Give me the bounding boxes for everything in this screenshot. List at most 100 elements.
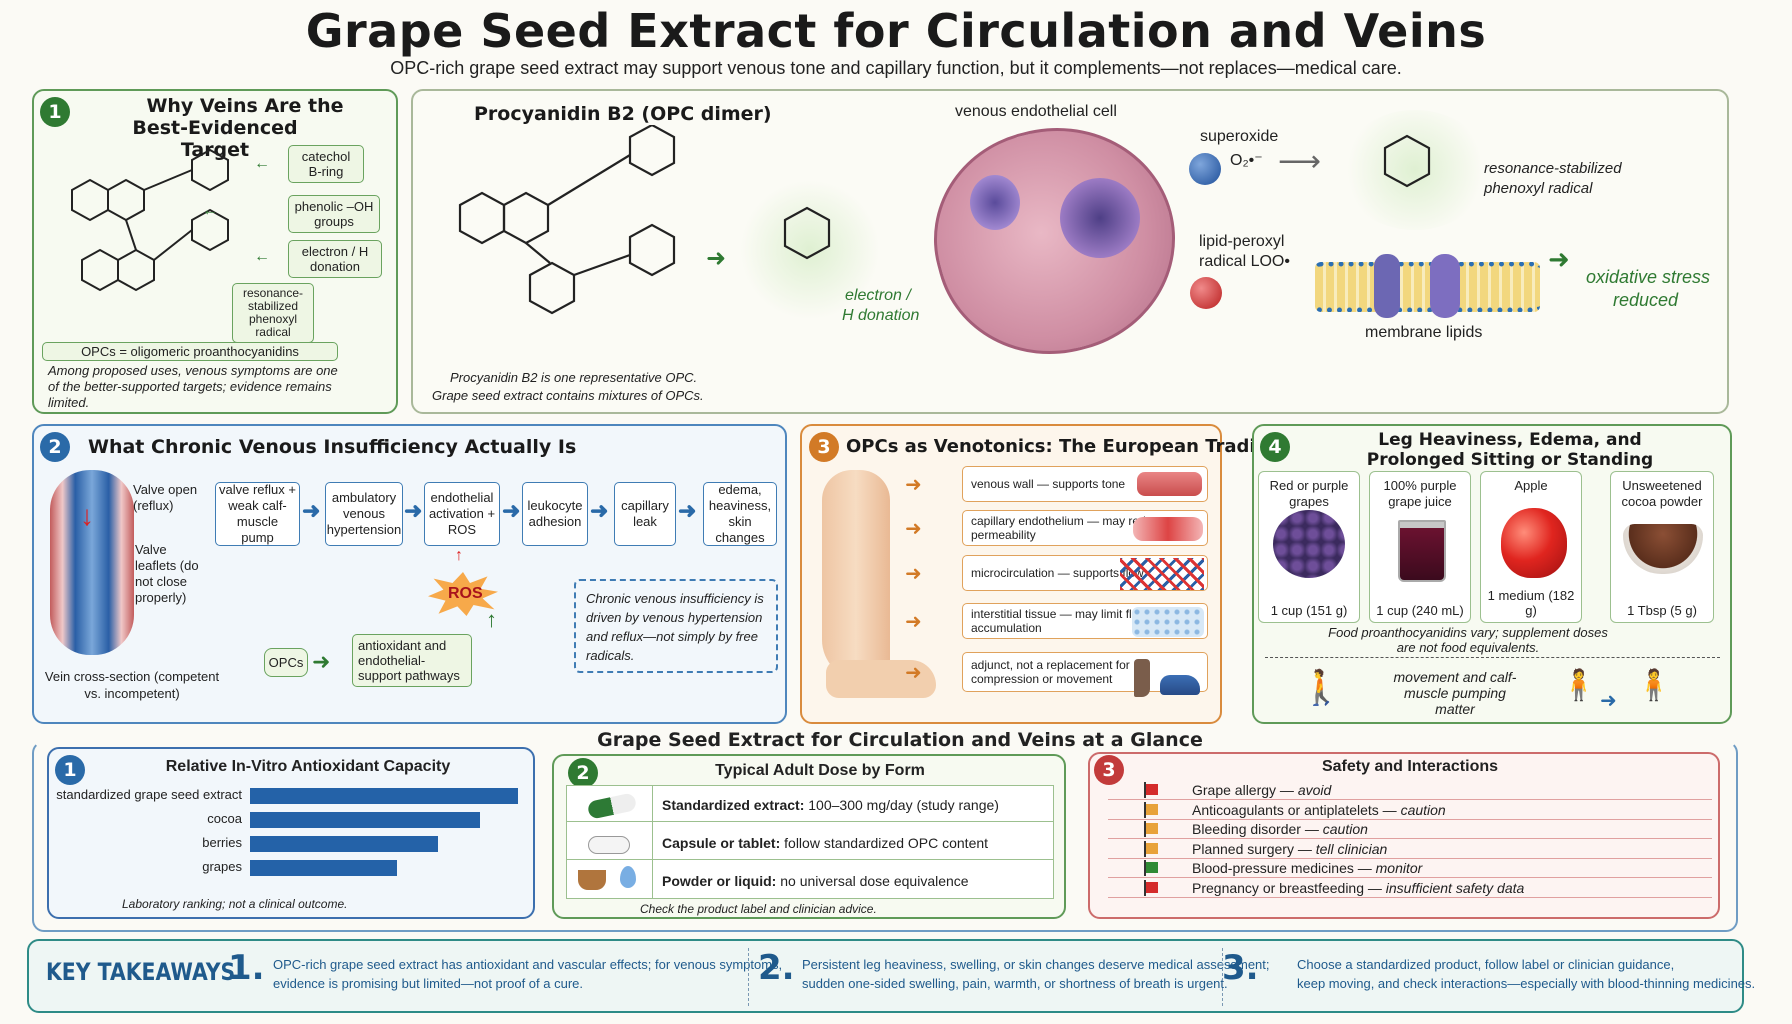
- organelle-image: [970, 175, 1020, 230]
- nucleus-image: [1060, 178, 1140, 258]
- dose-form: Standardized extract:: [662, 797, 805, 813]
- safety-advice: monitor: [1375, 860, 1423, 876]
- bar-2: [250, 836, 438, 852]
- panel-title: What Chronic Venous Insufficiency Actual…: [88, 436, 577, 458]
- food-card-cocoa: Unsweetened cocoa powder 1 Tbsp (5 g): [1610, 471, 1714, 623]
- flow-step-hypertension: ambulatory venous hypertension: [325, 482, 403, 546]
- flag-icon: [1144, 801, 1158, 818]
- sneaker-icon: [1160, 675, 1200, 695]
- lipid-peroxyl-line2: radical LOO•: [1199, 253, 1290, 270]
- apple-image: [1501, 508, 1567, 578]
- venotonic-item-wall: venous wall — supports tone: [962, 466, 1208, 502]
- table-divider: [652, 785, 653, 899]
- flow-step-capillary: capillary leak: [614, 482, 676, 546]
- safety-advice: caution: [1400, 801, 1446, 818]
- flow-step-leukocyte: leukocyte adhesion: [522, 482, 588, 546]
- green-arrow-icon: ➜: [1548, 244, 1570, 274]
- glance-title: Grape Seed Extract for Circulation and V…: [500, 729, 1300, 751]
- arrow-icon: ←: [254, 155, 270, 172]
- juice-glass-image: [1398, 520, 1446, 582]
- flow-step-edema: edema, heaviness, skin changes: [703, 482, 777, 546]
- valve-open-label: Valve open (reflux): [133, 482, 198, 513]
- food-name: Unsweetened cocoa powder: [1621, 478, 1703, 509]
- safety-row: Bleeding disorder — caution: [1108, 820, 1712, 839]
- orange-arrow-icon: ➜: [905, 662, 922, 684]
- dose-detail: follow standardized OPC content: [780, 835, 989, 851]
- membrane-image: [1315, 262, 1540, 312]
- panel-title-line2: Prolonged Sitting or Standing: [1366, 450, 1654, 470]
- catechol-label: catechol B-ring: [288, 145, 364, 183]
- cocoa-bowl-image: [1623, 524, 1703, 574]
- walking-person-icon: 🚶: [1300, 669, 1343, 707]
- glow-circle: [1340, 110, 1490, 230]
- safety-row: Blood-pressure medicines — monitor: [1108, 859, 1712, 878]
- molecule-note-line2: Grape seed extract contains mixtures of …: [432, 388, 704, 403]
- flow-step-reflux: valve reflux + weak calf-muscle pump: [215, 482, 300, 546]
- food-measure: 1 cup (151 g): [1270, 603, 1348, 618]
- ros-label: ROS: [448, 585, 483, 602]
- takeaway-number: 2.: [758, 948, 795, 988]
- foot-image: [826, 660, 936, 698]
- safety-row: Grape allergy — avoid: [1108, 781, 1712, 800]
- food-card-apple: Apple 1 medium (182 g): [1480, 471, 1582, 623]
- safety-advice: tell clinician: [1315, 840, 1388, 857]
- electron-donation-line1: electron /: [845, 287, 911, 304]
- superoxide-formula: O₂•⁻: [1230, 152, 1263, 169]
- dose-row: Standardized extract: 100–300 mg/day (st…: [566, 788, 1054, 822]
- flag-icon: [1144, 840, 1158, 857]
- dose-row: Powder or liquid: no universal dose equi…: [566, 864, 1054, 898]
- phenoxyl-radical-icon: [1383, 134, 1431, 188]
- green-arrow-icon: ➜: [706, 245, 727, 272]
- membrane-protein: [1430, 254, 1460, 318]
- movement-note: movement and calf-muscle pumping matter: [1393, 669, 1517, 717]
- page-subtitle: OPC-rich grape seed extract may support …: [390, 58, 1402, 78]
- safety-item: Anticoagulants or antiplatelets —: [1192, 801, 1401, 818]
- orange-arrow-icon: ➜: [905, 563, 922, 585]
- safety-row: Anticoagulants or antiplatelets — cautio…: [1108, 801, 1712, 820]
- food-card-grape-juice: 100% purple grape juice 1 cup (240 mL): [1369, 471, 1471, 623]
- panel-number: 3: [809, 432, 839, 462]
- calf-raise-icon: 🧍: [1635, 669, 1673, 702]
- powder-scoop-icon: [578, 870, 606, 890]
- takeaway-line: Persistent leg heaviness, swelling, or s…: [802, 957, 1270, 972]
- compression-sock-icon: [1134, 659, 1150, 697]
- safety-item: Bleeding disorder —: [1192, 821, 1323, 837]
- arrow-icon: ←: [254, 248, 270, 265]
- interstitial-icon: [1132, 607, 1204, 637]
- panel-number: 3: [1094, 755, 1124, 785]
- safety-panel: [1088, 752, 1720, 919]
- cell-label: venous endothelial cell: [955, 103, 1117, 120]
- ros-arrow-icon: ↑: [455, 547, 463, 564]
- takeaway-number: 3.: [1222, 948, 1259, 988]
- cvi-note: Chronic venous insufficiency is driven b…: [574, 579, 778, 673]
- panel1-note: Among proposed uses, venous symptoms are…: [48, 363, 338, 410]
- takeaway-line: OPC-rich grape seed extract has antioxid…: [273, 957, 783, 972]
- panel-title-line2: Best-Evidenced Target: [132, 117, 298, 161]
- takeaways-panel: [27, 939, 1744, 1013]
- molecule-note-line1: Procyanidin B2 is one representative OPC…: [450, 370, 698, 385]
- dose-form: Capsule or tablet:: [662, 835, 781, 851]
- takeaway-line: sudden one-sided swelling, pain, warmth,…: [802, 976, 1228, 991]
- opcs-label: OPCs: [264, 648, 308, 677]
- dose-detail: 100–300 mg/day (study range): [804, 797, 999, 813]
- takeaway-line: keep moving, and check interactions—espe…: [1297, 976, 1756, 991]
- right-arrow-icon: ➜: [1600, 690, 1617, 712]
- tablet-icon: [588, 836, 630, 854]
- molecule-title: Procyanidin B2 (OPC dimer): [474, 103, 772, 125]
- takeaways-title: KEY TAKEAWAYS: [46, 958, 236, 986]
- food-note: Food proanthocyanidins vary; supplement …: [1328, 625, 1608, 655]
- divider: [1222, 948, 1223, 1006]
- superoxide-label: superoxide: [1200, 128, 1279, 145]
- valve-leaflets-label: Valve leaflets (do not close properly): [135, 542, 199, 605]
- safety-item: Planned surgery —: [1192, 840, 1316, 857]
- oxidative-line1: oxidative stress: [1586, 267, 1711, 287]
- membrane-label: membrane lipids: [1365, 324, 1483, 341]
- flow-step-endothelial: endothelial activation + ROS: [424, 482, 500, 546]
- safety-advice: avoid: [1297, 782, 1332, 798]
- panel-number: 1: [40, 97, 70, 127]
- flow-arrow-icon: ➜: [302, 498, 321, 523]
- flag-icon: [1144, 782, 1158, 798]
- phenolic-label: phenolic –OH groups: [288, 195, 380, 233]
- panel-title: OPCs as Venotonics: The European Traditi…: [846, 436, 1296, 457]
- divider: [748, 948, 749, 1006]
